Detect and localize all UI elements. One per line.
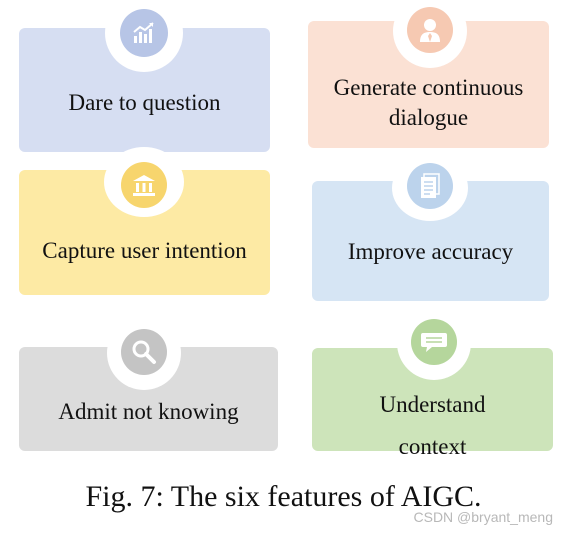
document-icon [421, 173, 440, 198]
feature-label: Understand context [379, 392, 486, 459]
figure-caption: Fig. 7: The six features of AIGC. [85, 480, 482, 513]
feature-badge [104, 147, 184, 217]
feature-label: Improve accuracy [347, 239, 514, 264]
watermark: CSDN @bryant_meng [413, 509, 554, 525]
feature-badge [105, 0, 183, 72]
feature-label: Dare to question [68, 90, 221, 115]
feature-label: Generate continuous dialogue [333, 75, 524, 130]
chart-icon [133, 22, 154, 43]
person-icon [420, 19, 440, 42]
feature-label: Capture user intention [42, 238, 247, 263]
feature-badge [107, 316, 181, 390]
feature-badge [397, 306, 471, 380]
feature-label: Admit not knowing [58, 399, 239, 424]
feature-badge [393, 0, 467, 68]
feature-badge [392, 155, 468, 221]
search-icon [132, 340, 156, 364]
chat-icon [421, 333, 447, 352]
bank-icon [133, 175, 155, 196]
